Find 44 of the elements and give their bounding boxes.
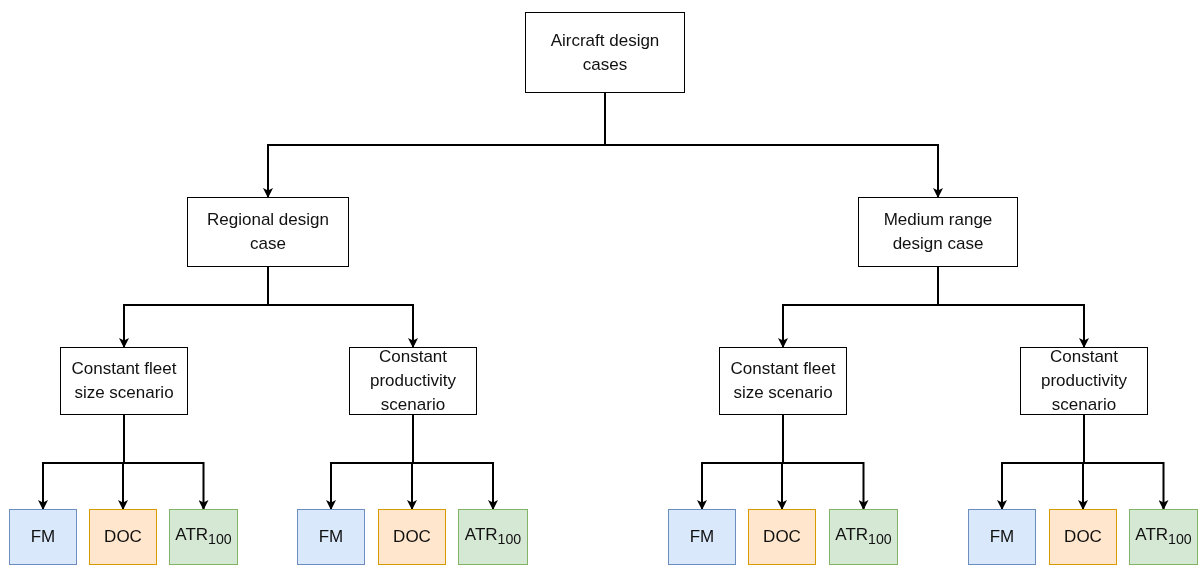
process-box (858, 197, 1018, 267)
box-label: FM (688, 526, 716, 549)
box-label: ATR$_{100}$ (463, 524, 523, 550)
process-box (1020, 347, 1148, 415)
process-box (349, 347, 477, 415)
process-box (719, 347, 847, 415)
process-box (187, 197, 349, 267)
box-label: DOC (1063, 526, 1103, 549)
box-label: FM (988, 526, 1016, 549)
result-box (297, 509, 365, 565)
process-box (60, 347, 188, 415)
box-label: Medium range design case (882, 209, 994, 255)
result-box (1049, 509, 1117, 565)
connector-arrow (123, 414, 209, 510)
box-label: ATR$_{100}$ (174, 524, 233, 550)
result-box (89, 509, 157, 565)
box-label: DOC (392, 526, 432, 549)
box-label: Constant productivity scenario (369, 346, 457, 416)
box-label: Regional design case (206, 209, 330, 255)
box-label: ATR$_{100}$ (834, 524, 893, 550)
box-label: Constant fleet size scenario (729, 358, 837, 404)
box-label: FM (317, 526, 345, 549)
box-label: Constant productivity scenario (1040, 346, 1128, 416)
connector-arrow (782, 414, 869, 510)
result-box (9, 509, 77, 565)
box-label: Aircraft design cases (549, 29, 661, 76)
connector-arrow (267, 266, 418, 348)
result-box (169, 509, 238, 565)
connector-arrow (412, 414, 498, 510)
process-box (525, 12, 685, 93)
box-label: DOC (762, 526, 802, 549)
result-box (378, 509, 446, 565)
result-box (968, 509, 1036, 565)
result-box (829, 509, 898, 565)
box-label: ATR$_{100}$ (1134, 524, 1193, 550)
result-box (458, 509, 528, 565)
box-label: DOC (103, 526, 143, 549)
connector-arrow (937, 266, 1089, 348)
result-box (748, 509, 816, 565)
result-box (668, 509, 736, 565)
box-label: FM (29, 526, 57, 549)
box-label: Constant fleet size scenario (70, 358, 178, 404)
result-box (1129, 509, 1198, 565)
connector-arrow (1083, 414, 1169, 510)
